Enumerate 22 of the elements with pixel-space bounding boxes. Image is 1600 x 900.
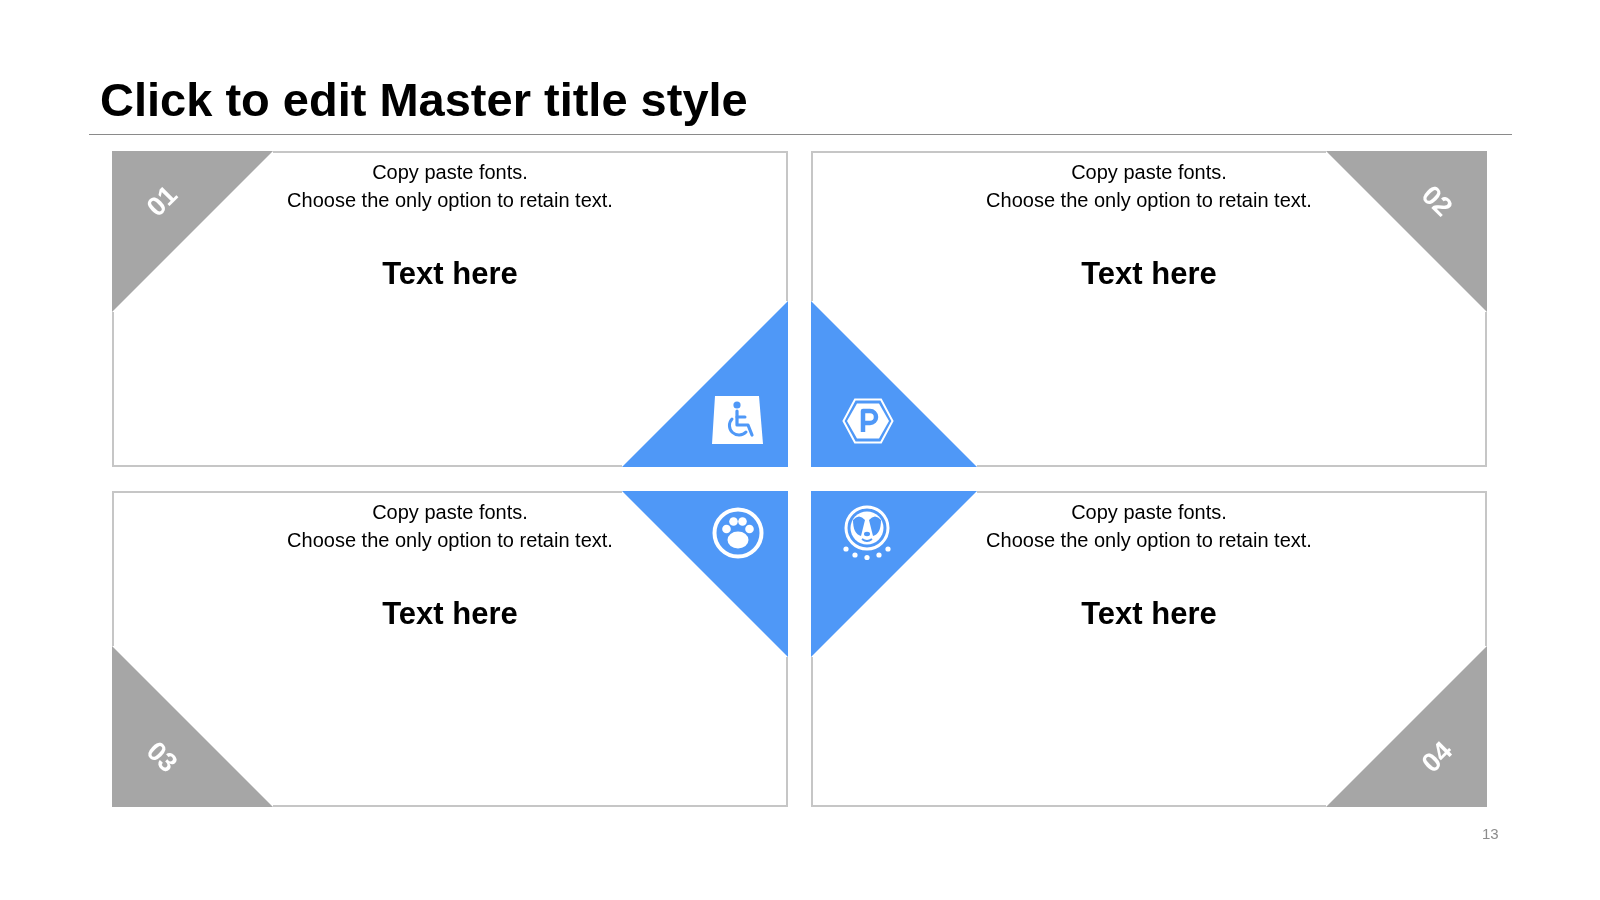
corner-triangle xyxy=(112,151,273,312)
corner-triangle xyxy=(811,491,977,657)
card-heading: Text here xyxy=(1081,595,1217,633)
slide-title: Click to edit Master title style xyxy=(100,72,748,128)
corner-triangle xyxy=(622,301,788,467)
corner-triangle xyxy=(1326,646,1487,807)
step-number: 01 xyxy=(140,179,184,223)
card-heading: Text here xyxy=(382,255,518,293)
corner-triangle xyxy=(811,301,977,467)
step-number: 03 xyxy=(140,735,184,779)
page-number: 13 xyxy=(1482,825,1499,843)
card-body-text: Copy paste fonts. Choose the only option to retain text. xyxy=(287,160,613,213)
card-heading: Text here xyxy=(382,595,518,633)
corner-triangle xyxy=(112,646,273,807)
step-number: 02 xyxy=(1415,179,1459,223)
card-heading: Text here xyxy=(1081,255,1217,293)
step-number: 04 xyxy=(1415,735,1459,779)
corner-triangle xyxy=(622,491,788,657)
corner-triangle xyxy=(1326,151,1487,312)
card-body-text: Copy paste fonts. Choose the only option to retain text. xyxy=(986,160,1312,213)
card-body-text: Copy paste fonts. Choose the only option to retain text. xyxy=(287,500,613,553)
card-body-text: Copy paste fonts. Choose the only option to retain text. xyxy=(986,500,1312,553)
